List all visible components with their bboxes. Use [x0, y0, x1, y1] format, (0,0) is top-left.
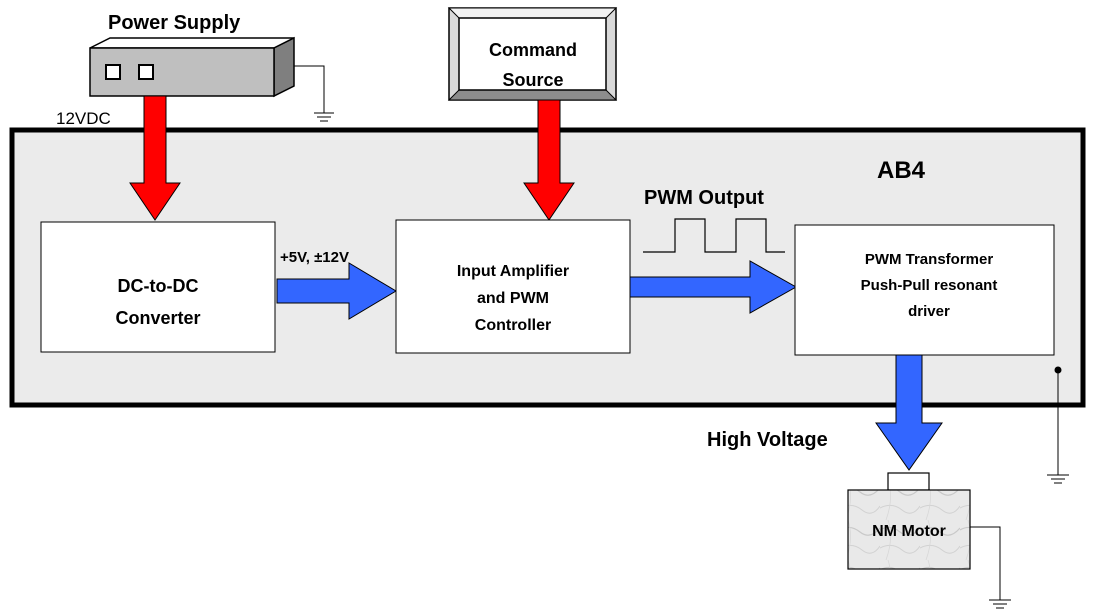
nm-motor — [847, 489, 971, 570]
motor-shaft — [887, 472, 930, 491]
pwm-waveform — [643, 218, 785, 253]
dc-converter-block — [40, 221, 276, 353]
command-signal-arrow — [523, 99, 575, 221]
rails-label: +5V, ±12V — [280, 249, 349, 266]
dc-converter-line1: DC-to-DC — [118, 276, 199, 296]
power-supply-button-2 — [138, 64, 154, 80]
ground-icon — [294, 65, 334, 122]
power-supply-button-1 — [105, 64, 121, 80]
command-source-line1: Command — [489, 40, 577, 60]
power-supply — [89, 36, 295, 98]
power-supply-title: Power Supply — [108, 12, 241, 34]
nm-motor-label: NM Motor — [872, 523, 946, 540]
command-source: Command Source — [447, 7, 618, 101]
ab4-label: AB4 — [877, 157, 926, 184]
high-voltage-label: High Voltage — [707, 429, 828, 451]
high-voltage-arrow — [875, 354, 943, 471]
input-amp-line1: Input Amplifier — [457, 263, 569, 280]
input-amp-line3: Controller — [475, 317, 551, 334]
pwm-driver-block — [794, 224, 1055, 356]
board-ground-icon — [1047, 366, 1069, 484]
input-amp-line2: and PWM — [477, 290, 549, 307]
command-source-line2: Source — [502, 70, 563, 90]
pwm-driver-line3: driver — [908, 303, 950, 320]
pwm-driver-line2: Push-Pull resonant — [861, 277, 998, 294]
input-amp-block — [395, 219, 631, 354]
pwm-driver-line1: PWM Transformer — [865, 251, 994, 268]
supply-power-arrow — [129, 95, 181, 221]
rails-arrow — [276, 262, 397, 320]
supply-voltage-label: 12VDC — [56, 109, 111, 128]
motor-ground-icon — [970, 526, 1011, 609]
dc-converter-line2: Converter — [115, 308, 200, 328]
pwm-output-label: PWM Output — [644, 187, 764, 209]
pwm-arrow — [629, 260, 798, 314]
